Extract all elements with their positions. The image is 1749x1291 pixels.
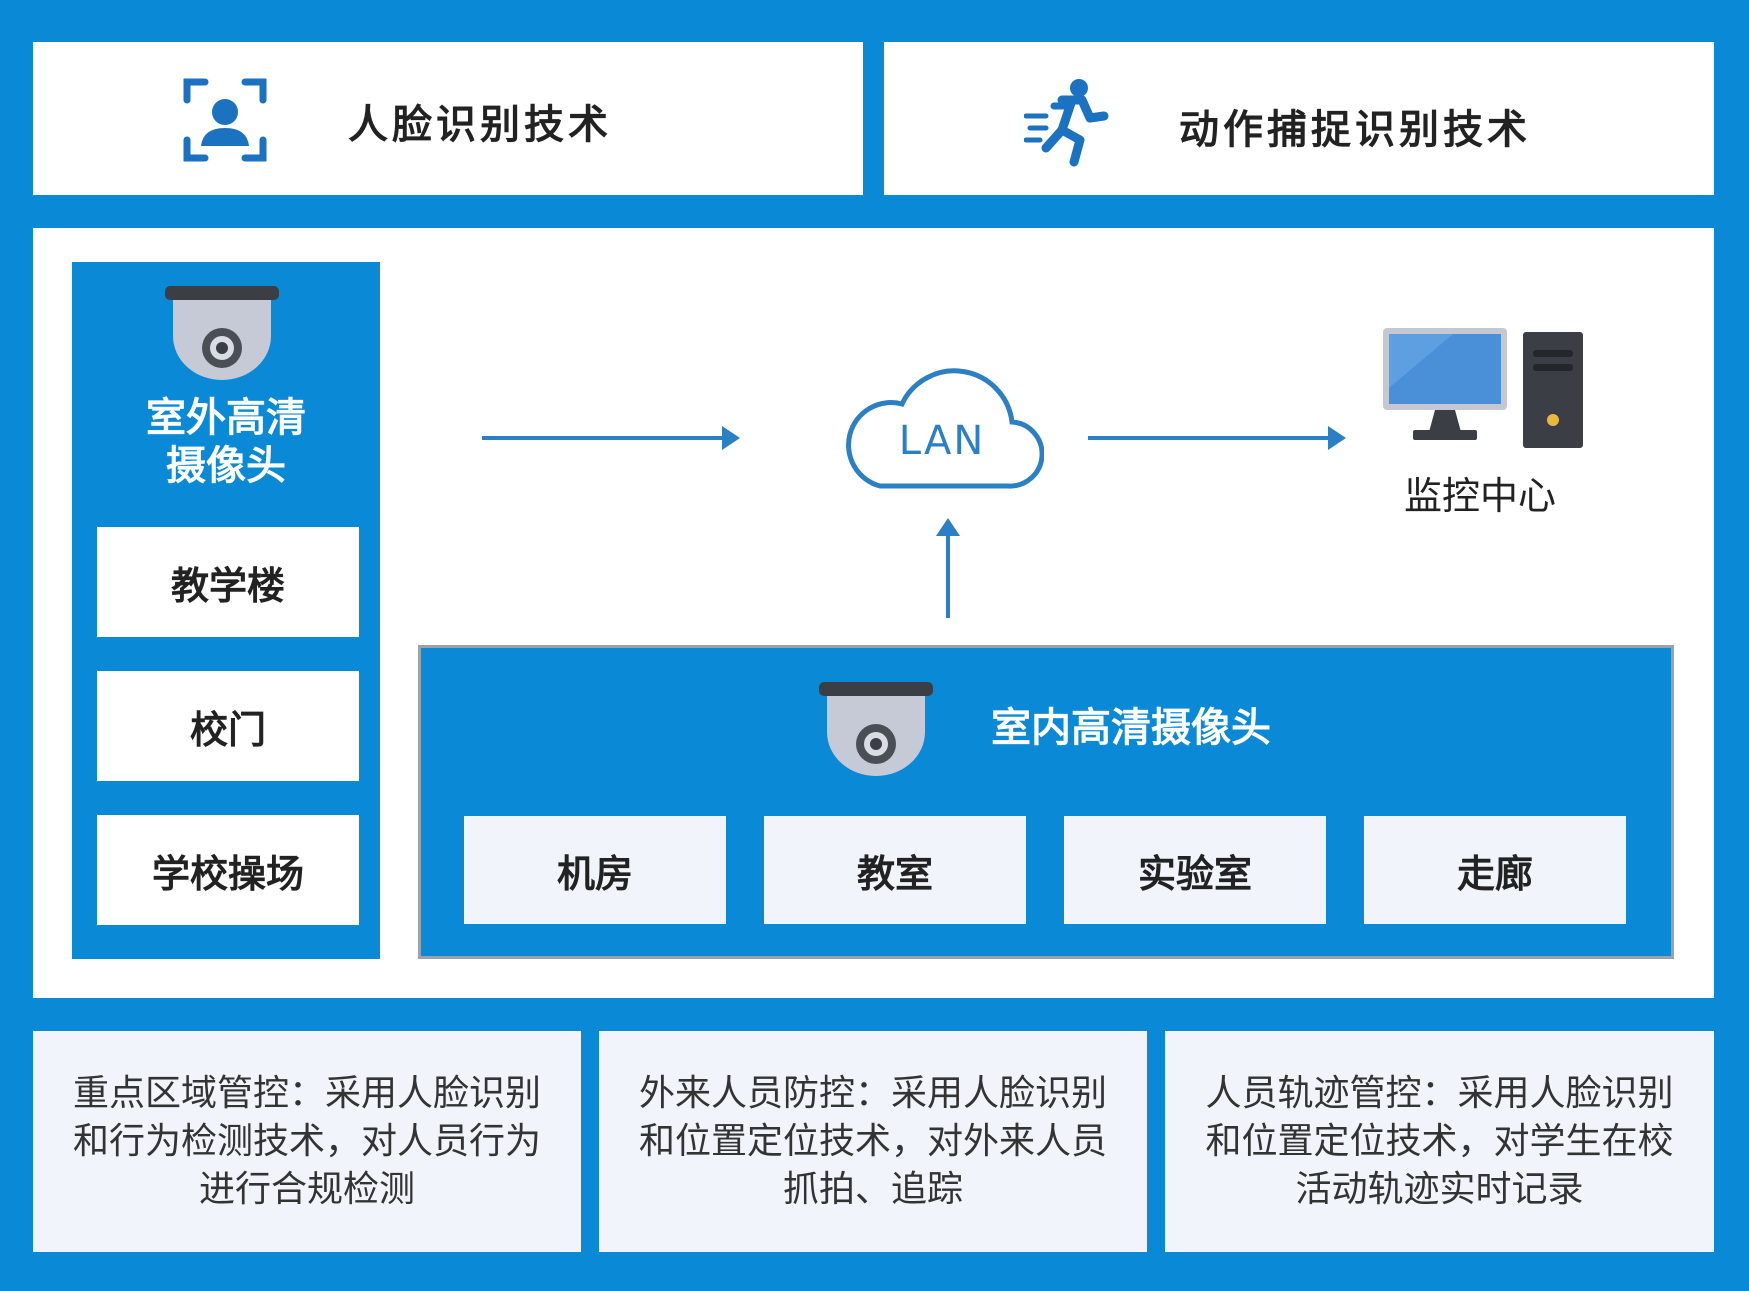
- indoor-camera-panel: 室内高清摄像头 机房 教室 实验室 走廊: [418, 645, 1674, 959]
- face-scan-icon: [183, 78, 267, 162]
- monitor-center-label: 监控中心: [1403, 474, 1556, 518]
- location-teaching-building: 教学楼: [97, 527, 359, 637]
- desc-text: 外来人员防控：采用人脸识别 和位置定位技术，对外来人员 抓拍、追踪: [638, 1072, 1107, 1210]
- cloud-icon: [846, 368, 1044, 489]
- motion-capture-card: 动作捕捉识别技术: [884, 42, 1714, 195]
- location-playground: 学校操场: [97, 815, 359, 925]
- motion-capture-label: 动作捕捉识别技术: [1179, 107, 1531, 153]
- outdoor-camera-panel: 室外高清 摄像头 教学楼 校门 学校操场: [72, 262, 380, 959]
- dome-camera-icon: [165, 286, 279, 380]
- face-recognition-label: 人脸识别技术: [348, 102, 612, 148]
- computer-icon: [1383, 328, 1583, 448]
- outdoor-camera-title: 室外高清 摄像头: [146, 395, 306, 489]
- lan-label: LAN: [898, 418, 986, 464]
- desc-text: 人员轨迹管控：采用人脸识别 和位置定位技术，对学生在校 活动轨迹实时记录: [1205, 1072, 1674, 1210]
- desc-key-area-control: 重点区域管控：采用人脸识别 和行为检测技术，对人员行为 进行合规检测: [33, 1031, 581, 1252]
- arrow-outdoor-to-lan: [482, 426, 740, 450]
- location-school-gate: 校门: [97, 671, 359, 781]
- indoor-camera-title: 室内高清摄像头: [991, 705, 1271, 751]
- running-man-icon: [1024, 79, 1109, 167]
- room-laboratory: 实验室: [1064, 816, 1326, 924]
- face-recognition-card: 人脸识别技术: [33, 42, 863, 195]
- arrow-indoor-to-lan: [936, 518, 960, 618]
- desc-track-control: 人员轨迹管控：采用人脸识别 和位置定位技术，对学生在校 活动轨迹实时记录: [1165, 1031, 1714, 1252]
- room-computer-lab: 机房: [464, 816, 726, 924]
- desc-text: 重点区域管控：采用人脸识别 和行为检测技术，对人员行为 进行合规检测: [72, 1072, 541, 1210]
- desc-visitor-control: 外来人员防控：采用人脸识别 和位置定位技术，对外来人员 抓拍、追踪: [599, 1031, 1147, 1252]
- arrow-lan-to-monitor: [1088, 426, 1346, 450]
- dome-camera-icon: [819, 682, 933, 776]
- room-corridor: 走廊: [1364, 816, 1626, 924]
- room-classroom: 教室: [764, 816, 1026, 924]
